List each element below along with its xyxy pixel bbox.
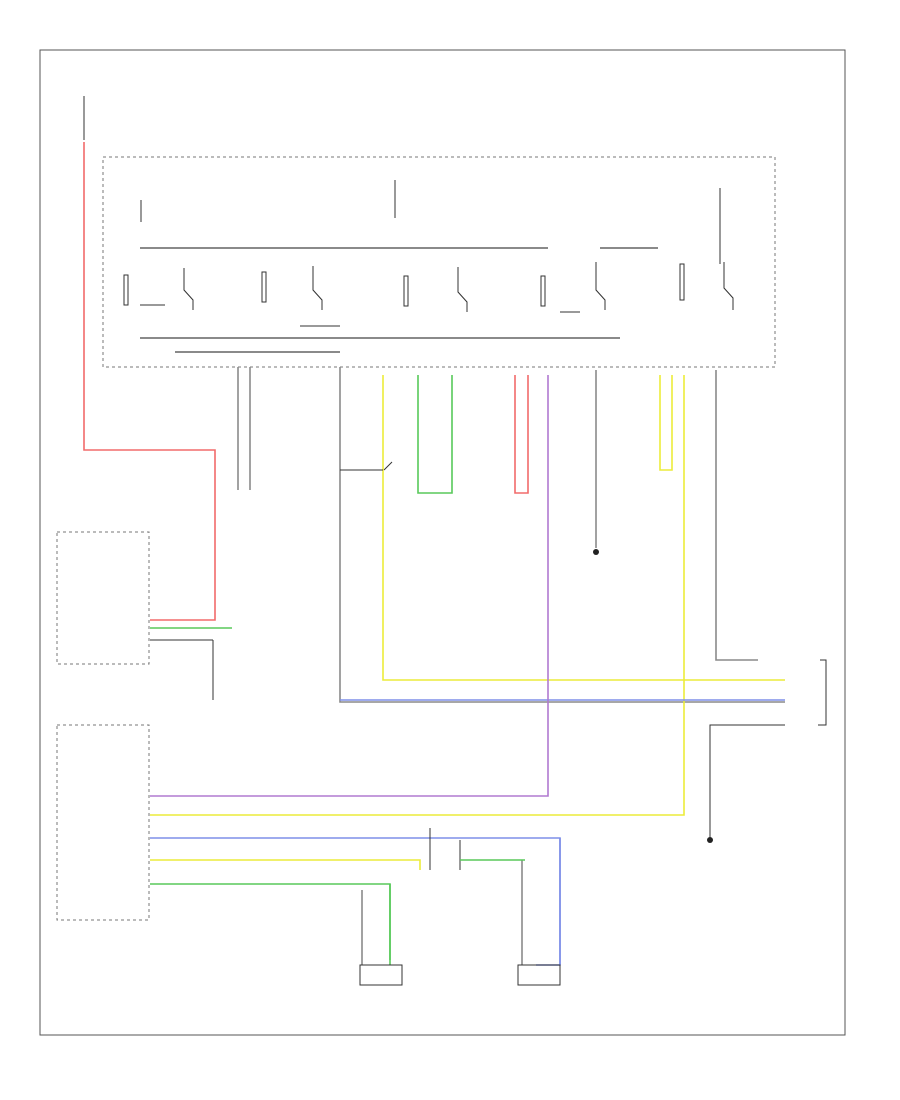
- underhood-fuse-block: [102, 156, 776, 368]
- yellow-wires: [150, 375, 785, 870]
- instrument-cluster: [56, 531, 214, 690]
- green-wire-ecm: [150, 883, 391, 960]
- relay-3: [403, 267, 468, 312]
- engine-control-module: [56, 724, 150, 921]
- gray-wires: [237, 367, 785, 703]
- cooling-fan-relay-junction: [429, 828, 525, 870]
- coolant-pump-connector: [707, 659, 827, 843]
- cooling-fan-motor-left: [359, 884, 403, 986]
- fuse-symbols: [83, 96, 396, 222]
- relay-1: [123, 268, 194, 310]
- relay-2: [261, 266, 340, 327]
- blue-wire-ecm: [150, 837, 561, 966]
- red-wire-feed: [83, 142, 216, 621]
- ground-icon: [593, 549, 599, 555]
- red-wire-loop: [514, 375, 529, 494]
- diagram-frame: [39, 49, 846, 1036]
- purple-wire: [150, 375, 549, 797]
- relay-5: [679, 188, 734, 310]
- cooling-fan-motor-right: [517, 838, 561, 986]
- green-wire-loop: [417, 375, 453, 494]
- relay-4: [540, 262, 606, 313]
